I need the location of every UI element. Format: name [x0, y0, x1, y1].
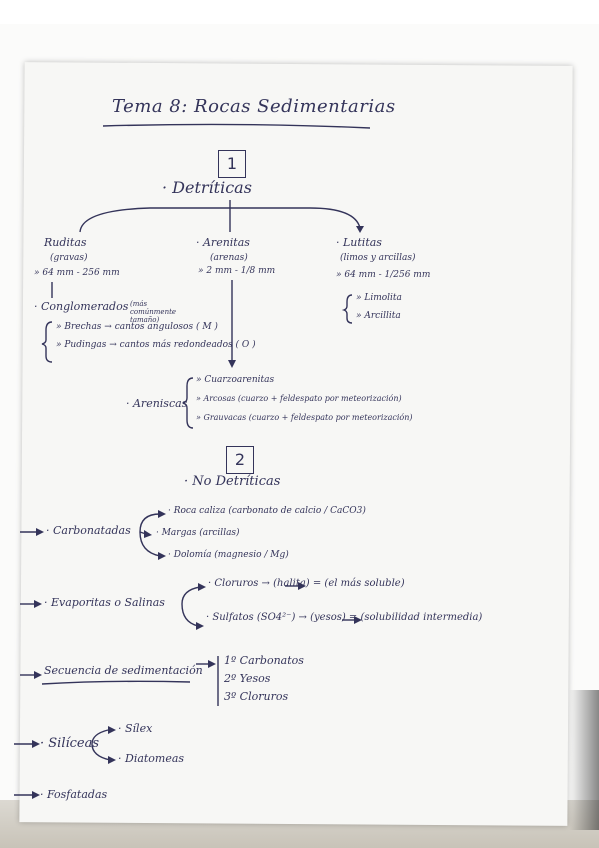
section-heading-no-detriticas: · No Detríticas — [184, 474, 281, 489]
evaporitas-item-2: · Sulfatos (SO4²⁻) → (yesos) = (solubili… — [206, 612, 483, 623]
evaporitas-label: · Evaporitas o Salinas — [44, 596, 165, 609]
page-title: Tema 8: Rocas Sedimentarias — [112, 96, 396, 117]
areniscas-label: · Areniscas — [126, 397, 188, 410]
section-heading-detriticas: · Detríticas — [162, 178, 252, 197]
areniscas-item-3: » Grauvacas (cuarzo + feldespato por met… — [196, 413, 413, 422]
areniscas-item-1: » Cuarzoarenitas — [196, 375, 275, 385]
areniscas-item-2: » Arcosas (cuarzo + feldespato por meteo… — [196, 394, 402, 403]
siliceas-item-1: · Sílex — [118, 722, 153, 735]
arenitas-sub: (arenas) — [210, 253, 248, 263]
secuencia-item-2: 2º Yesos — [224, 672, 271, 685]
background-strip — [0, 0, 599, 24]
lutitas-label: · Lutitas — [336, 236, 382, 249]
section-number-2: 2 — [226, 446, 254, 474]
secuencia-label: Secuencia de sedimentación — [44, 664, 203, 677]
ruditas-size: » 64 mm - 256 mm — [34, 268, 120, 278]
ruditas-label: Ruditas — [44, 236, 87, 249]
shadow-edge — [569, 690, 599, 830]
evaporitas-item-1: · Cloruros → (halita) = (el más soluble) — [208, 578, 405, 589]
conglomerados-note: (más comúnmente tamaño) — [130, 300, 177, 324]
secuencia-item-1: 1º Carbonatos — [224, 654, 304, 667]
lutitas-size: » 64 mm - 1/256 mm — [336, 270, 431, 280]
carbonatadas-item-1: · Roca caliza (carbonato de calcio / CaC… — [168, 506, 366, 516]
carbonatadas-label: · Carbonatadas — [46, 524, 131, 537]
secuencia-item-3: 3º Cloruros — [224, 690, 289, 703]
ruditas-sub: (gravas) — [50, 253, 88, 263]
arenitas-label: · Arenitas — [196, 236, 250, 249]
carbonatadas-item-2: · Margas (arcillas) — [156, 528, 240, 538]
brechas-item: » Brechas → cantos angulosos ( M ) — [56, 322, 218, 332]
siliceas-item-2: · Diatomeas — [118, 752, 185, 765]
conglomerados-label: · Conglomerados — [34, 300, 129, 313]
lutitas-sub: (limos y arcillas) — [340, 253, 416, 263]
fosfatadas-label: · Fosfatadas — [40, 788, 108, 801]
section-number-1: 1 — [218, 150, 246, 178]
arcillita-item: » Arcillita — [356, 311, 401, 321]
arenitas-size: » 2 mm - 1/8 mm — [198, 266, 276, 276]
pudingas-item: » Pudingas → cantos más redondeados ( O … — [56, 340, 256, 350]
siliceas-label: · Silíceas — [40, 736, 100, 751]
limolita-item: » Limolita — [356, 293, 402, 303]
carbonatadas-item-3: · Dolomía (magnesio / Mg) — [168, 550, 289, 560]
